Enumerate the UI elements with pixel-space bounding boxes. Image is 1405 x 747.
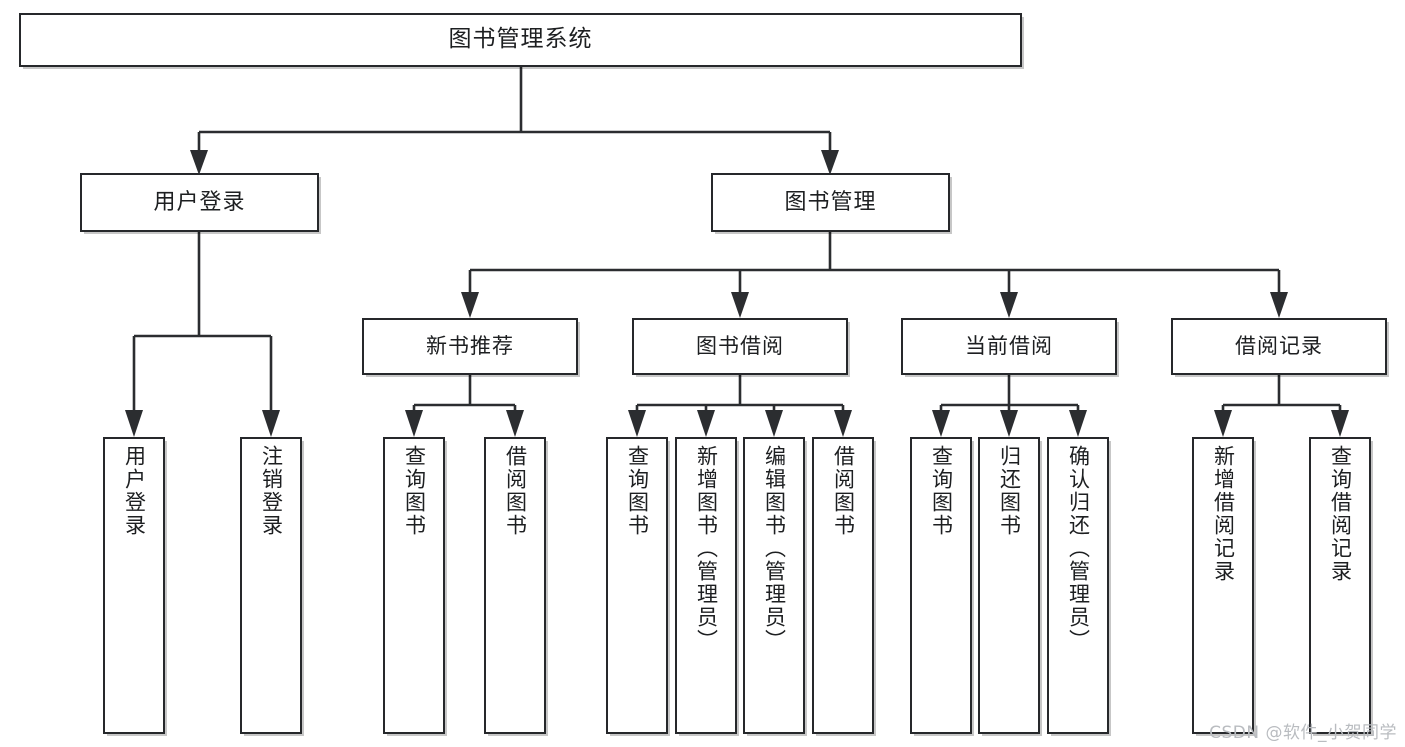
arrowhead-borrow-record (1270, 292, 1288, 318)
node-label: 注销登录 (259, 445, 284, 537)
node-label: 新书推荐 (426, 334, 514, 359)
arrowhead-currentborrow-leaf-2 (1000, 410, 1018, 437)
leaf-return-book[interactable]: 归还图书 (978, 437, 1040, 734)
arrowhead-borrowrecord-leaf-1 (1214, 410, 1232, 437)
node-current-borrow[interactable]: 当前借阅 (901, 318, 1117, 375)
node-root-book-management-system[interactable]: 图书管理系统 (19, 13, 1022, 67)
arrowhead-current-borrow (1000, 292, 1018, 318)
node-label: 图书管理系统 (448, 26, 593, 53)
leaf-query-book-current[interactable]: 查询图书 (910, 437, 972, 734)
node-label: 查询图书 (402, 445, 427, 537)
node-book-management[interactable]: 图书管理 (711, 173, 950, 232)
arrowhead-bookborrow-leaf-3 (765, 410, 783, 437)
node-new-book-recommend[interactable]: 新书推荐 (362, 318, 578, 375)
arrowhead-book-manage (821, 150, 839, 175)
node-book-borrow[interactable]: 图书借阅 (632, 318, 848, 375)
node-label: 借阅图书 (831, 445, 856, 537)
node-label: 新增图书（管理员） (694, 445, 719, 652)
node-label: 图书借阅 (696, 334, 784, 359)
leaf-user-login[interactable]: 用户登录 (103, 437, 165, 734)
node-label: 当前借阅 (965, 334, 1053, 359)
arrowhead-newbook-leaf-1 (405, 410, 423, 437)
leaf-query-book-borrow[interactable]: 查询图书 (606, 437, 668, 734)
node-label: 确认归还（管理员） (1066, 445, 1091, 652)
node-label: 查询图书 (625, 445, 650, 537)
leaf-query-book-recommend[interactable]: 查询图书 (383, 437, 445, 734)
arrowhead-currentborrow-leaf-3 (1069, 410, 1087, 437)
leaf-add-book-admin[interactable]: 新增图书（管理员） (675, 437, 737, 734)
node-user-login[interactable]: 用户登录 (80, 173, 319, 232)
arrowhead-bookborrow-leaf-2 (697, 410, 715, 437)
leaf-logout[interactable]: 注销登录 (240, 437, 302, 734)
node-label: 查询图书 (929, 445, 954, 537)
arrowhead-book-borrow (731, 292, 749, 318)
node-label: 用户登录 (153, 189, 246, 215)
watermark: CSDN @软件_小贺同学 (1209, 723, 1397, 743)
arrowhead-leaf-user-login (125, 410, 143, 437)
leaf-borrow-book[interactable]: 借阅图书 (812, 437, 874, 734)
leaf-confirm-return-admin[interactable]: 确认归还（管理员） (1047, 437, 1109, 734)
node-label: 用户登录 (122, 445, 147, 537)
node-label: 查询借阅记录 (1328, 445, 1353, 583)
arrowhead-new-book-recommend (461, 292, 479, 318)
node-borrow-record[interactable]: 借阅记录 (1171, 318, 1387, 375)
node-label: 编辑图书（管理员） (762, 445, 787, 652)
leaf-edit-book-admin[interactable]: 编辑图书（管理员） (743, 437, 805, 734)
arrowhead-bookborrow-leaf-1 (628, 410, 646, 437)
arrowhead-leaf-logout (262, 410, 280, 437)
leaf-borrow-book-recommend[interactable]: 借阅图书 (484, 437, 546, 734)
arrowhead-currentborrow-leaf-1 (932, 410, 950, 437)
arrowhead-borrowrecord-leaf-2 (1331, 410, 1349, 437)
leaf-add-borrow-record[interactable]: 新增借阅记录 (1192, 437, 1254, 734)
node-label: 借阅记录 (1235, 334, 1323, 359)
node-label: 新增借阅记录 (1211, 445, 1236, 583)
arrowhead-user-login (190, 150, 208, 175)
arrowhead-bookborrow-leaf-4 (834, 410, 852, 437)
node-label: 借阅图书 (503, 445, 528, 537)
node-label: 归还图书 (997, 445, 1022, 537)
arrowhead-newbook-leaf-2 (506, 410, 524, 437)
node-label: 图书管理 (784, 189, 877, 215)
leaf-query-borrow-record[interactable]: 查询借阅记录 (1309, 437, 1371, 734)
